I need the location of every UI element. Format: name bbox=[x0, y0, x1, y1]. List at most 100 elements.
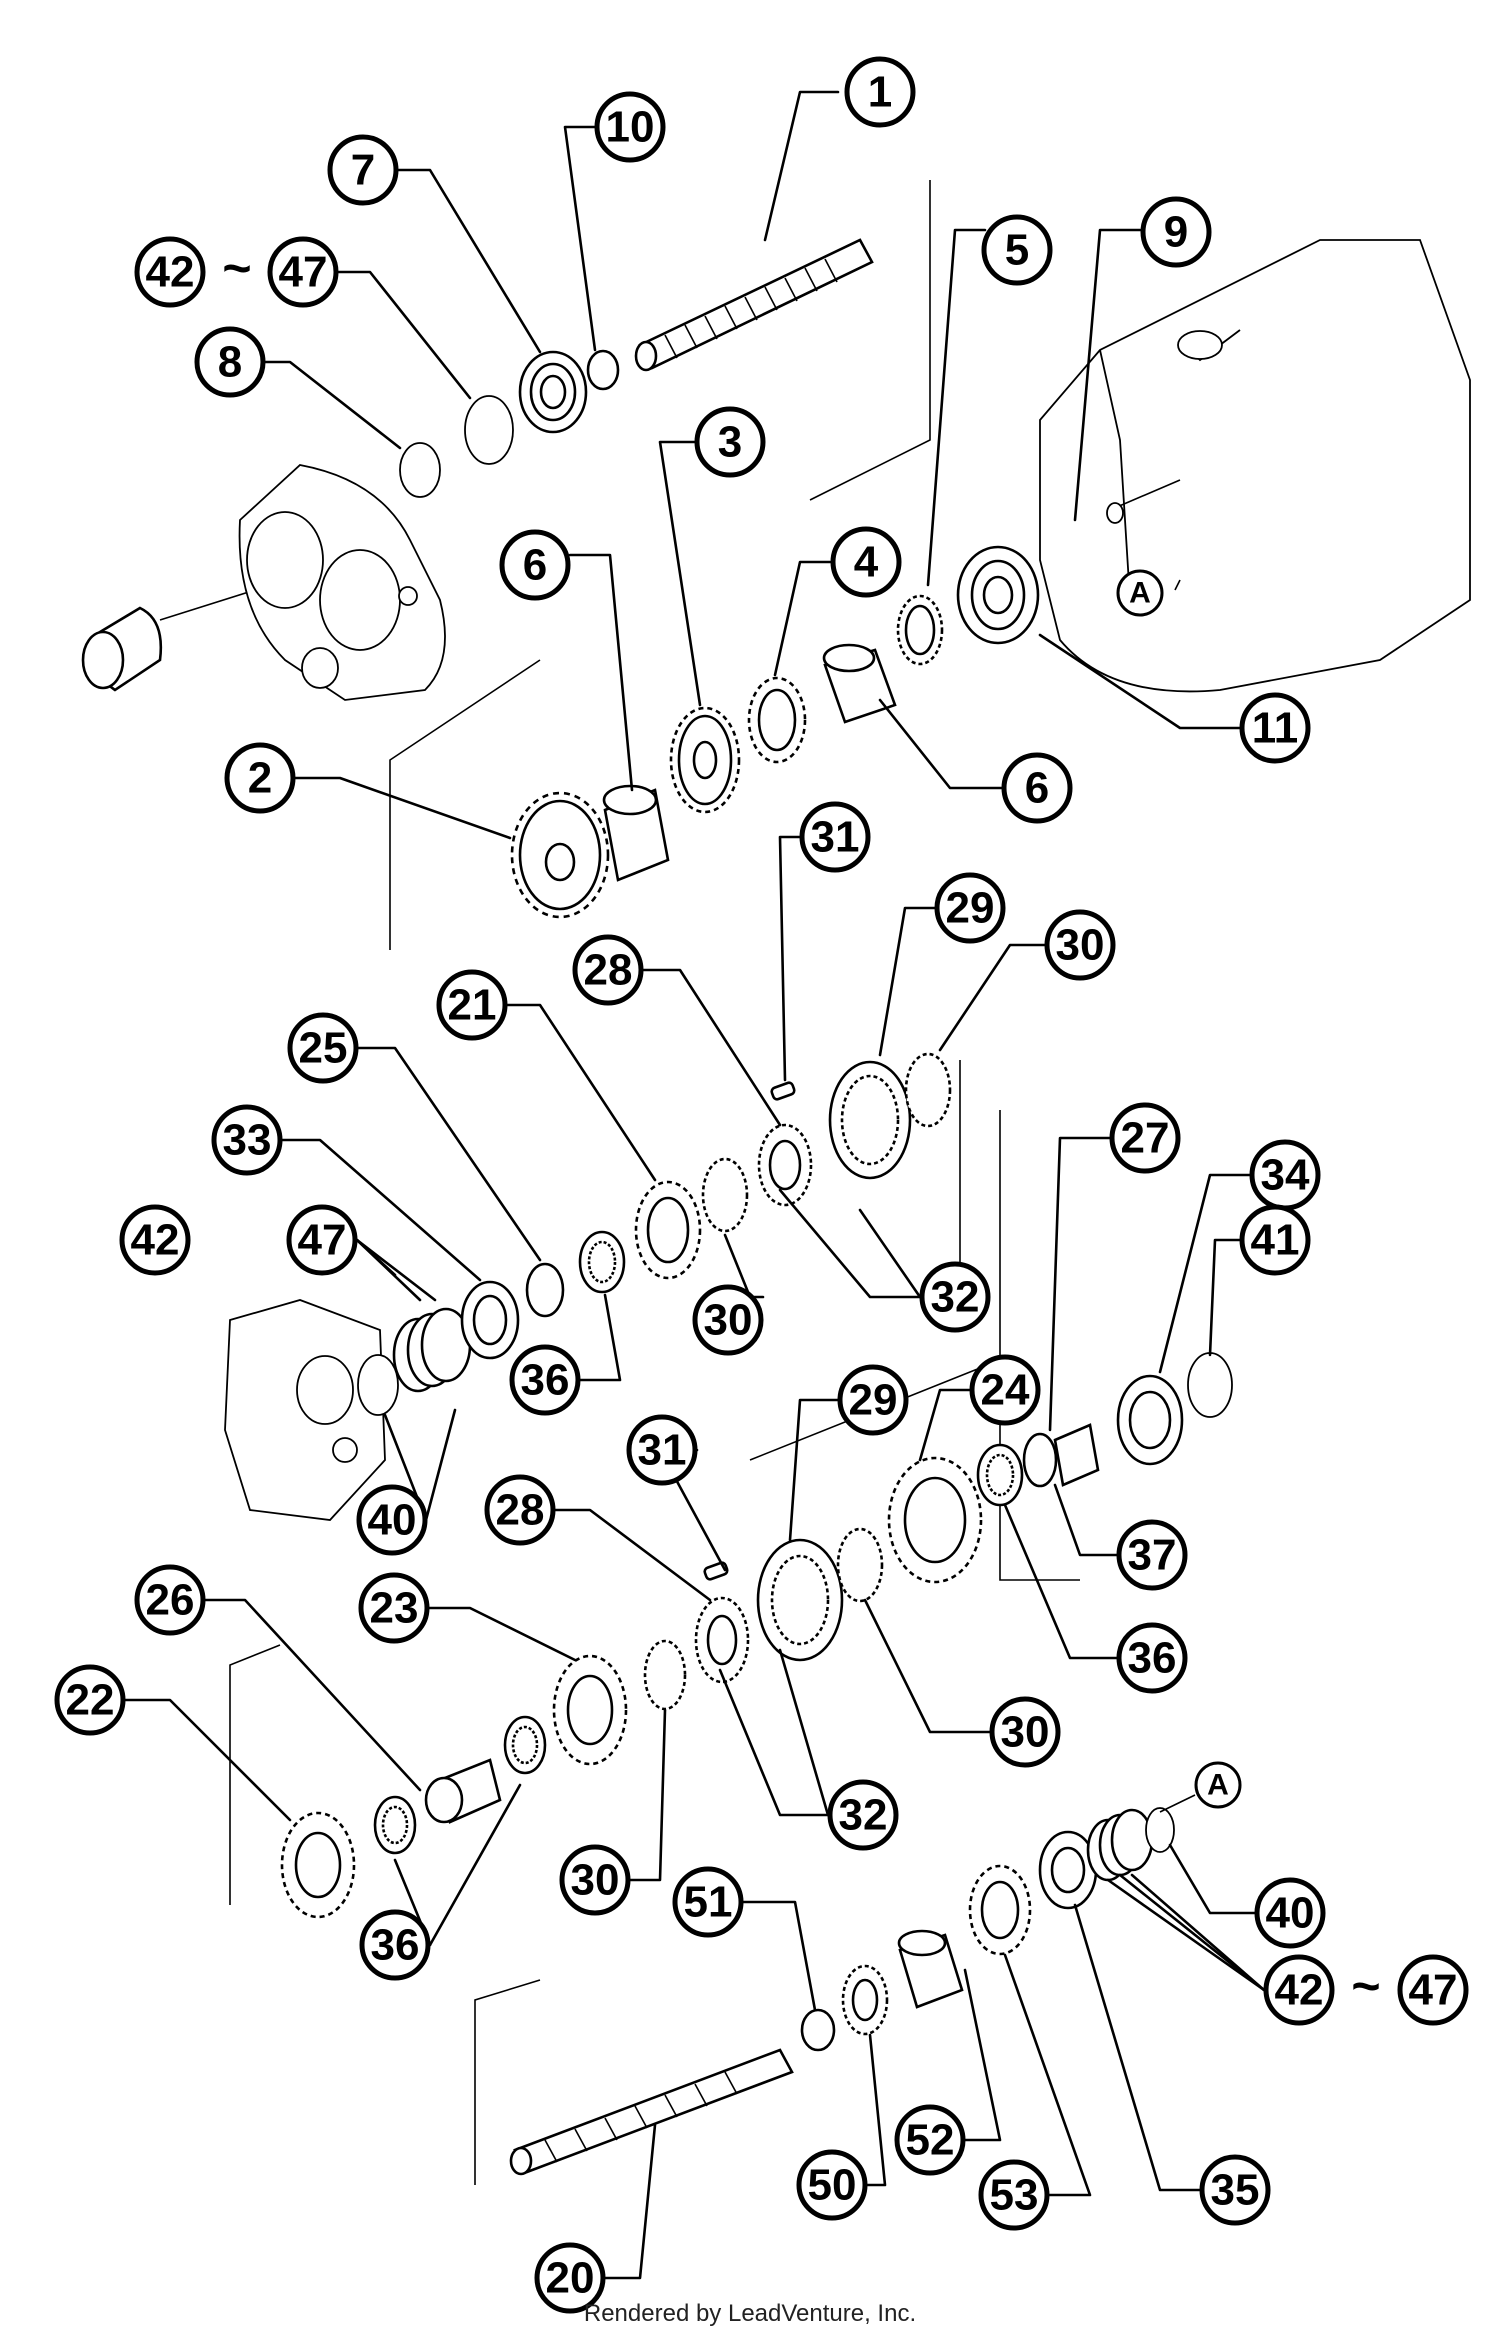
callout-30-top-right: 30 bbox=[1044, 909, 1116, 981]
callout-28-top: 28 bbox=[572, 934, 644, 1006]
svg-text:6: 6 bbox=[523, 541, 547, 590]
callout-41: 41 bbox=[1239, 1204, 1311, 1276]
callout-27: 27 bbox=[1109, 1102, 1181, 1174]
gear-part-5 bbox=[896, 594, 944, 666]
svg-text:42: 42 bbox=[146, 248, 195, 297]
callout-37: 37 bbox=[1116, 1519, 1188, 1591]
reference-marker-a-top: A bbox=[1116, 569, 1181, 617]
svg-text:30: 30 bbox=[571, 1856, 620, 1905]
callout-1: 1 bbox=[844, 56, 916, 128]
shim-stack-part-42-47 bbox=[1086, 1808, 1154, 1882]
svg-text:37: 37 bbox=[1128, 1531, 1177, 1580]
bearing-part-33 bbox=[460, 1280, 520, 1360]
hub-part-28-bottom bbox=[694, 1561, 750, 1684]
svg-text:36: 36 bbox=[371, 1921, 420, 1970]
countershaft-assembly bbox=[224, 1052, 1233, 1919]
svg-text:34: 34 bbox=[1261, 1151, 1310, 1200]
shim-ring-part-42-47 bbox=[464, 395, 514, 465]
gear-part-4 bbox=[747, 676, 807, 764]
callout-30-top-left: 30 bbox=[692, 1284, 764, 1356]
svg-text:20: 20 bbox=[546, 2254, 595, 2303]
transmission-case bbox=[1039, 239, 1471, 693]
snap-ring-part-41 bbox=[1187, 1352, 1233, 1418]
synchro-ring-part-30-a bbox=[701, 1157, 749, 1233]
shaft-part-1 bbox=[634, 238, 874, 372]
output-shaft-assembly bbox=[509, 1807, 1175, 2176]
gear-part-2 bbox=[510, 791, 610, 919]
bushing-part-6-right bbox=[822, 643, 897, 724]
svg-text:30: 30 bbox=[704, 1296, 753, 1345]
collar-part-26 bbox=[424, 1758, 502, 1824]
callout-30-bottom-right: 30 bbox=[989, 1696, 1061, 1768]
needle-bearing-part-36-lowest bbox=[373, 1795, 417, 1855]
svg-text:6: 6 bbox=[1025, 764, 1049, 813]
callout-42-top: 42 bbox=[134, 236, 206, 308]
svg-text:47: 47 bbox=[279, 248, 328, 297]
svg-text:A: A bbox=[1207, 1769, 1229, 1802]
svg-text:41: 41 bbox=[1251, 1216, 1300, 1265]
guide-lines bbox=[159, 180, 1080, 2185]
collar-part-27-37 bbox=[1022, 1423, 1100, 1488]
gear-part-53 bbox=[968, 1864, 1032, 1956]
svg-text:42: 42 bbox=[1275, 1966, 1324, 2015]
svg-text:22: 22 bbox=[66, 1676, 115, 1725]
callout-23: 23 bbox=[358, 1572, 430, 1644]
callout-34: 34 bbox=[1249, 1139, 1321, 1211]
bearing-part-34 bbox=[1116, 1374, 1184, 1466]
bearing-part-11 bbox=[956, 545, 1040, 645]
svg-text:9: 9 bbox=[1164, 208, 1188, 257]
callout-50: 50 bbox=[796, 2149, 868, 2221]
footer-credit: Rendered by LeadVenture, Inc. bbox=[583, 2300, 917, 2327]
callout-6-left: 6 bbox=[499, 529, 571, 601]
svg-text:11: 11 bbox=[1252, 704, 1299, 753]
housing-plate bbox=[238, 464, 446, 701]
svg-text:4: 4 bbox=[854, 538, 879, 587]
svg-text:31: 31 bbox=[811, 813, 860, 862]
callout-28-bottom: 28 bbox=[484, 1474, 556, 1546]
callout-32-top: 32 bbox=[919, 1261, 991, 1333]
svg-text:29: 29 bbox=[849, 1376, 898, 1425]
synchro-ring-part-30-d bbox=[643, 1639, 687, 1711]
callout-40-left: 40 bbox=[356, 1484, 428, 1556]
snap-ring-part-40-left bbox=[357, 1354, 399, 1416]
callout-8: 8 bbox=[194, 326, 266, 398]
callout-22: 22 bbox=[54, 1664, 126, 1736]
callout-26: 26 bbox=[134, 1564, 206, 1636]
callout-5: 5 bbox=[981, 214, 1053, 286]
callout-35: 35 bbox=[1199, 2154, 1271, 2226]
collar-part-51 bbox=[800, 2008, 836, 2052]
shim-stack-part-47 bbox=[392, 1307, 472, 1393]
svg-text:50: 50 bbox=[808, 2161, 857, 2210]
callout-3: 3 bbox=[694, 406, 766, 478]
callout-6-right: 6 bbox=[1001, 752, 1073, 824]
needle-bearing-part-36-top bbox=[578, 1230, 626, 1294]
shift-sleeve-part-29-top bbox=[828, 1060, 912, 1180]
svg-text:26: 26 bbox=[146, 1576, 195, 1625]
gear-part-21 bbox=[634, 1180, 702, 1280]
svg-text:7: 7 bbox=[351, 146, 375, 195]
callout-47-bottom: 47 bbox=[1397, 1954, 1469, 2026]
bearing-part-7 bbox=[518, 350, 588, 434]
callout-32-bottom: 32 bbox=[827, 1779, 899, 1851]
svg-text:33: 33 bbox=[223, 1116, 272, 1165]
svg-text:47: 47 bbox=[298, 1216, 347, 1265]
callout-36-top: 36 bbox=[509, 1344, 581, 1416]
synchro-ring-part-30-b bbox=[904, 1052, 952, 1128]
svg-text:2: 2 bbox=[248, 754, 272, 803]
callout-20: 20 bbox=[534, 2242, 606, 2314]
svg-text:36: 36 bbox=[521, 1356, 570, 1405]
svg-text:32: 32 bbox=[839, 1791, 888, 1840]
callout-31-top: 31 bbox=[799, 801, 871, 873]
callout-30-bottom-left: 30 bbox=[559, 1844, 631, 1916]
svg-text:A: A bbox=[1129, 577, 1151, 610]
svg-text:40: 40 bbox=[1266, 1889, 1315, 1938]
callout-51: 51 bbox=[672, 1866, 744, 1938]
gear-part-3 bbox=[669, 706, 741, 814]
callout-31-bottom: 31 bbox=[626, 1414, 698, 1486]
callout-4: 4 bbox=[830, 526, 902, 598]
callout-7: 7 bbox=[327, 134, 399, 206]
svg-text:10: 10 bbox=[606, 103, 655, 152]
callout-21: 21 bbox=[436, 969, 508, 1041]
svg-text:23: 23 bbox=[370, 1584, 419, 1633]
callout-47-top: 47 bbox=[267, 236, 339, 308]
